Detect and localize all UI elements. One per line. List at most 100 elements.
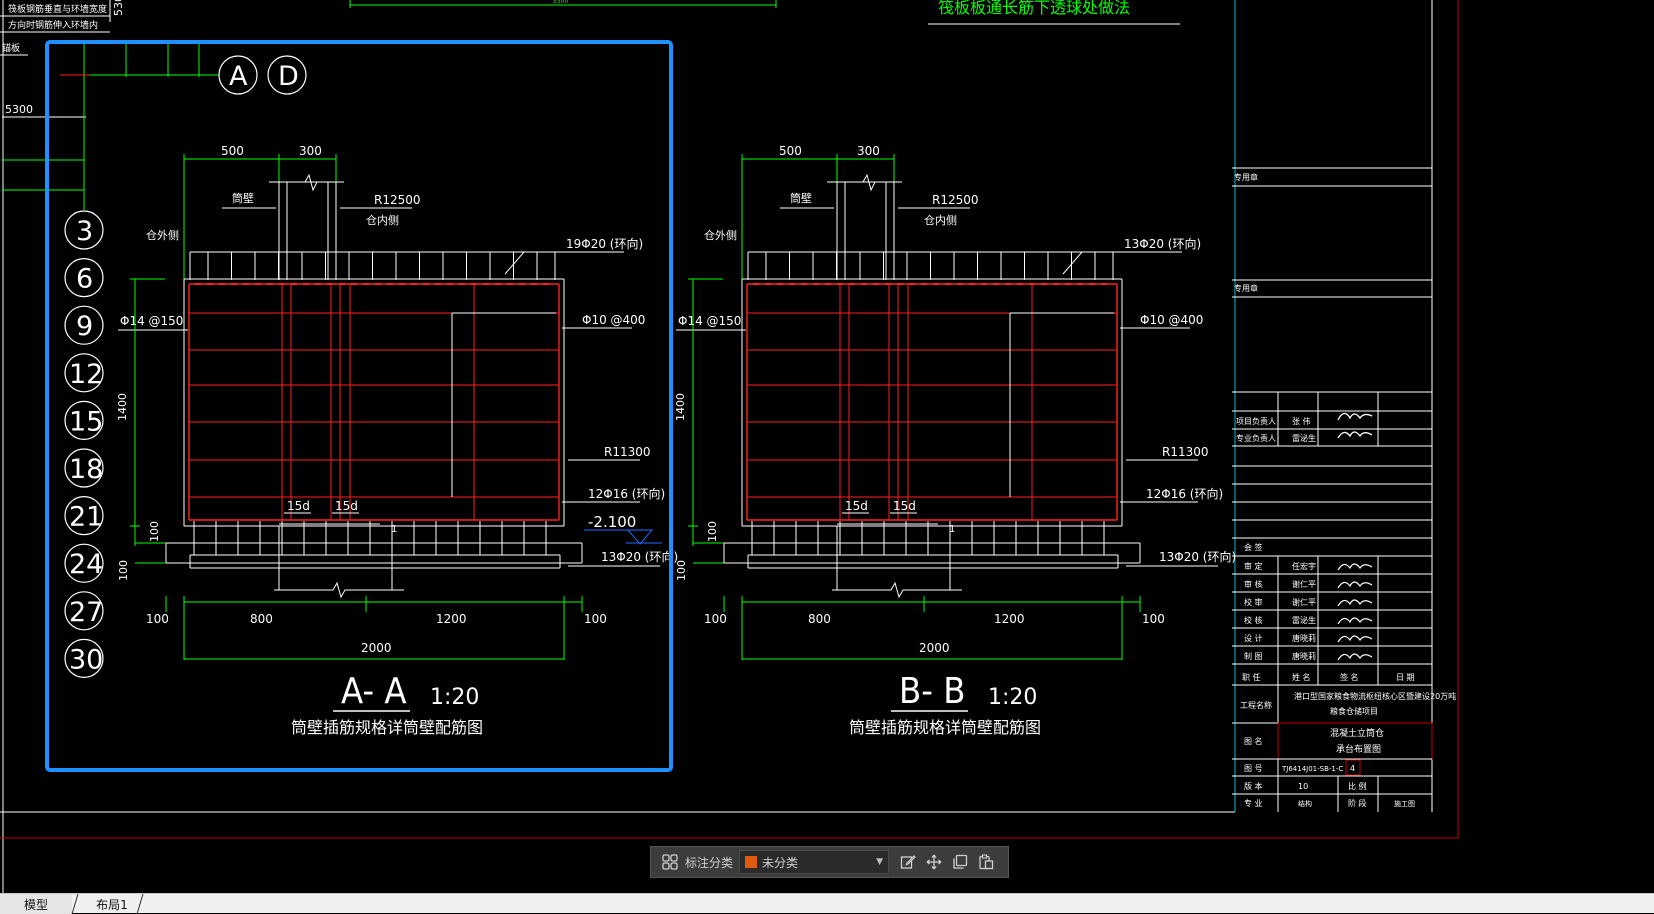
seal-label-2: 专用章	[1234, 283, 1258, 293]
role-signature	[1337, 599, 1373, 607]
grid-bubble-label: D	[278, 61, 299, 92]
label-15d-b: 15d	[335, 499, 358, 513]
dim-100-a: 100	[148, 521, 161, 542]
label-bottom-rebar: 12Φ16 (环向)	[588, 486, 665, 501]
dim-500: 500	[779, 144, 802, 158]
section-name: B- B	[899, 671, 965, 712]
dim-100-right: 100	[584, 612, 607, 626]
paste-icon[interactable]	[973, 849, 999, 875]
role-label: 制 图	[1244, 651, 1263, 661]
role-name: 唐晓莉	[1292, 633, 1316, 643]
project-name-label: 工程名称	[1240, 700, 1272, 710]
grid-bubble-label: A	[229, 61, 248, 92]
seal-label-1: 专用章	[1234, 172, 1258, 182]
category-label: 标注分类	[685, 855, 734, 870]
label-bottom-rebar: 12Φ16 (环向)	[1146, 486, 1223, 501]
signature-1	[1337, 412, 1373, 421]
sheet-no: 4	[1350, 764, 1355, 773]
project-leader-label: 项目负责人	[1236, 416, 1276, 426]
phase-label: 阶 段	[1348, 798, 1367, 808]
dim-1400: 1400	[674, 393, 687, 421]
cad-drawing-canvas[interactable]: 筏板钢筋垂直与环墙宽度 方向时钢筋伸入环墙内 锚板 5300 5300 5300…	[0, 0, 1654, 893]
project-name-line2: 粮食仓储项目	[1330, 706, 1378, 716]
grid-bubble-label: 21	[69, 502, 103, 533]
category-color-swatch	[745, 856, 758, 868]
category-select[interactable]: 未分类 ▼	[739, 850, 890, 874]
tab-separator-1	[71, 894, 79, 914]
grid-bubble-label: 3	[76, 216, 93, 247]
label-base-rebar: 13Φ20 (环向)	[601, 549, 678, 564]
grid-bubble-label: 6	[76, 264, 93, 295]
grid-bubble-label: 9	[76, 311, 93, 342]
grid-icon[interactable]	[657, 849, 683, 875]
grid-bubble-label: 18	[69, 454, 103, 485]
top-heading: 筏板板通长筋下透球处做法	[938, 0, 1130, 17]
role-label: 校 审	[1244, 597, 1263, 607]
header-name: 姓 名	[1292, 672, 1311, 682]
dim-800: 800	[808, 612, 831, 626]
section-scale: 1:20	[988, 685, 1037, 710]
grid-bubble-18: 18	[64, 448, 104, 488]
small-dim-5300: 5300	[553, 0, 568, 5]
role-signature	[1337, 653, 1373, 661]
annotation-toolbar: 标注分类 未分类 ▼	[650, 846, 1009, 878]
label-r11300: R11300	[1162, 445, 1209, 459]
grid-bubble-d: D	[267, 55, 307, 95]
grid-bubble-6: 6	[64, 258, 104, 298]
label-1: 1	[391, 524, 397, 535]
copy-icon[interactable]	[947, 849, 973, 875]
role-signature	[1337, 563, 1373, 571]
discipline-leader-name: 雷泌生	[1292, 433, 1316, 443]
tab-model[interactable]: 模型	[0, 894, 72, 914]
dim-100-left: 100	[704, 612, 727, 626]
drawing-no: TJ6414J01-SB-1-C	[1281, 765, 1343, 773]
dim-1200: 1200	[994, 612, 1025, 626]
label-15d-b: 15d	[893, 499, 916, 513]
move-icon[interactable]	[921, 849, 947, 875]
role-label: 校 核	[1244, 615, 1263, 625]
dim-2000: 2000	[919, 641, 950, 655]
title-block: 专用章 专用章 项目负责人 张 伟 专业负责人 雷泌生 会 签 审 定任宏宇审	[1232, 167, 1456, 812]
section-scale: 1:20	[430, 685, 479, 710]
edit-icon[interactable]	[895, 849, 921, 875]
chevron-down-icon: ▼	[876, 857, 884, 867]
grid-bubble-label: 12	[69, 359, 103, 390]
header-duty: 职 任	[1242, 672, 1261, 682]
discipline-value: 结构	[1298, 799, 1312, 808]
category-value: 未分类	[762, 855, 799, 870]
grid-bubble-30: 30	[64, 638, 104, 679]
dim-100-a: 100	[706, 521, 719, 542]
grid-bubble-24: 24	[64, 543, 104, 583]
label-inside: 仓内侧	[924, 213, 957, 227]
label-15d-a: 15d	[845, 499, 868, 513]
drawing-name-label: 图 名	[1244, 736, 1263, 746]
role-name: 雷泌生	[1292, 615, 1316, 625]
grid-bubble-a: A	[218, 55, 258, 95]
grid-bubble-label: 24	[69, 549, 103, 580]
drawing-no-label: 图 号	[1244, 764, 1263, 773]
label-r11300: R11300	[604, 445, 651, 459]
grid-bubble-label: 15	[69, 406, 103, 437]
selection-box[interactable]	[45, 40, 673, 772]
top-note-line3: 锚板	[2, 42, 20, 54]
dim-500: 500	[221, 144, 244, 158]
drawing-frame	[0, 0, 1459, 893]
discipline-label: 专 业	[1244, 798, 1263, 808]
grid-bubble-21: 21	[64, 495, 104, 536]
grid-bubble-9: 9	[64, 305, 104, 345]
drawing-name-line1: 混凝土立筒仓	[1330, 727, 1384, 739]
sheet-no-box	[1345, 759, 1361, 776]
role-name: 谢仁平	[1292, 579, 1316, 589]
scale-label: 比 例	[1348, 781, 1367, 791]
dim-100-left: 100	[146, 612, 169, 626]
tab-layout1[interactable]: 布局1	[96, 897, 128, 912]
grid-bubble-27: 27	[64, 591, 104, 631]
label-1: 1	[949, 524, 955, 535]
label-mid-rebar: Φ10 @400	[582, 313, 645, 327]
label-top-rebar: 13Φ20 (环向)	[1124, 236, 1201, 251]
grid-bubble-label: 30	[69, 644, 103, 675]
top-left-notes: 筏板钢筋垂直与环墙宽度 方向时钢筋伸入环墙内 锚板 5300 5300 5300…	[0, 0, 1180, 210]
drawing-name-line2: 承台布置图	[1336, 743, 1381, 755]
